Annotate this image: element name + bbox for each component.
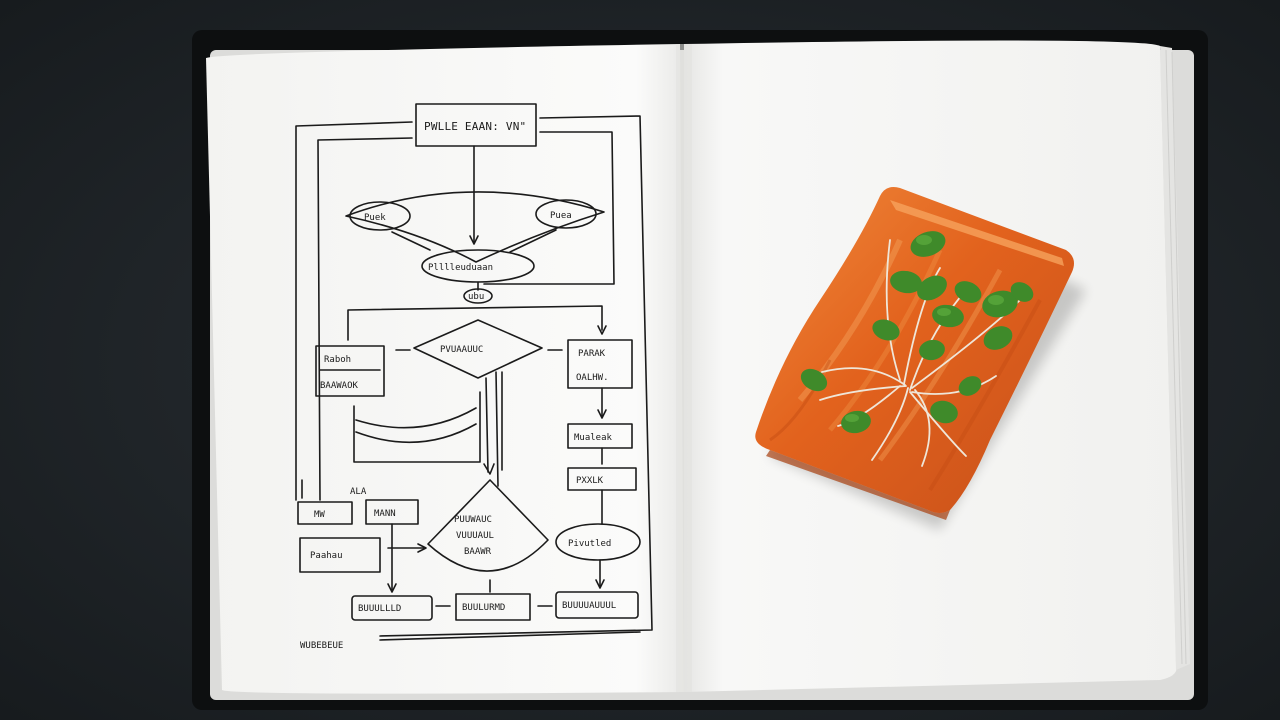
oval-top-label: Plllleuduaan — [428, 263, 493, 273]
bottom-box-3 — [555, 591, 639, 619]
center-diamond-line2: VUUUAUL — [456, 531, 494, 541]
loop-line-left-inner — [317, 137, 413, 501]
box-right-line1: PARAK — [578, 349, 606, 359]
oval-right-label: Pivutled — [568, 539, 611, 549]
box-right — [567, 339, 633, 389]
small-annotation: ALA — [350, 487, 367, 497]
flowchart-labels: PWLLE EAAN: VN" Puek Puea Plllleuduaan u… — [300, 120, 616, 651]
oval-right — [555, 523, 641, 561]
center-diamond-line1: PUUWAUC — [454, 515, 492, 525]
loop-line-left-outer — [295, 121, 413, 501]
footer-text: WUBEBEUE — [300, 641, 343, 651]
salmon-fillet — [755, 187, 1074, 513]
box-paahau — [299, 537, 381, 573]
bottom-box-1 — [351, 595, 433, 621]
decision-diamond — [413, 319, 543, 379]
center-diamond — [427, 479, 549, 572]
box-left — [315, 345, 385, 397]
flowchart — [295, 103, 653, 641]
box-left-line2: BAAWAOK — [320, 381, 359, 391]
diamond-right-oval — [535, 199, 597, 229]
salmon-dish — [755, 187, 1086, 530]
box-mann-label: MANN — [374, 509, 396, 519]
wide-diamond — [345, 191, 605, 263]
box-paahau-label: Paahau — [310, 551, 343, 561]
diamond-left-label: Puek — [364, 213, 386, 223]
loop-line-right-outer — [379, 115, 653, 637]
box-mw-label: MW — [314, 510, 325, 520]
bottom-box-3-label: BUUUUAUUUL — [562, 601, 616, 611]
decision-label: PVUAAUUC — [440, 345, 483, 355]
title-box — [415, 103, 537, 147]
box-right-line2: OALHW. — [576, 373, 609, 383]
box-left-line1: Raboh — [324, 355, 351, 365]
small-node — [463, 288, 493, 304]
bottom-box-2 — [455, 593, 531, 621]
box-lower-right-label: PXXLK — [576, 476, 604, 486]
center-diamond-line3: BAAWR — [464, 547, 492, 557]
gutter — [676, 44, 692, 692]
diamond-right-label: Puea — [550, 211, 572, 221]
loop-line-right-inner — [483, 131, 615, 285]
bottom-box-2-label: BUULURMD — [462, 603, 505, 613]
small-node-label: ubu — [468, 292, 484, 302]
title-label: PWLLE EAAN: VN" — [424, 120, 526, 133]
box-mid-right-label: Mualeak — [574, 433, 613, 443]
bottom-box-1-label: BUUULLLD — [358, 604, 401, 614]
box-mw — [297, 501, 353, 525]
box-mid-right — [567, 423, 633, 449]
diamond-left-oval — [349, 201, 411, 231]
